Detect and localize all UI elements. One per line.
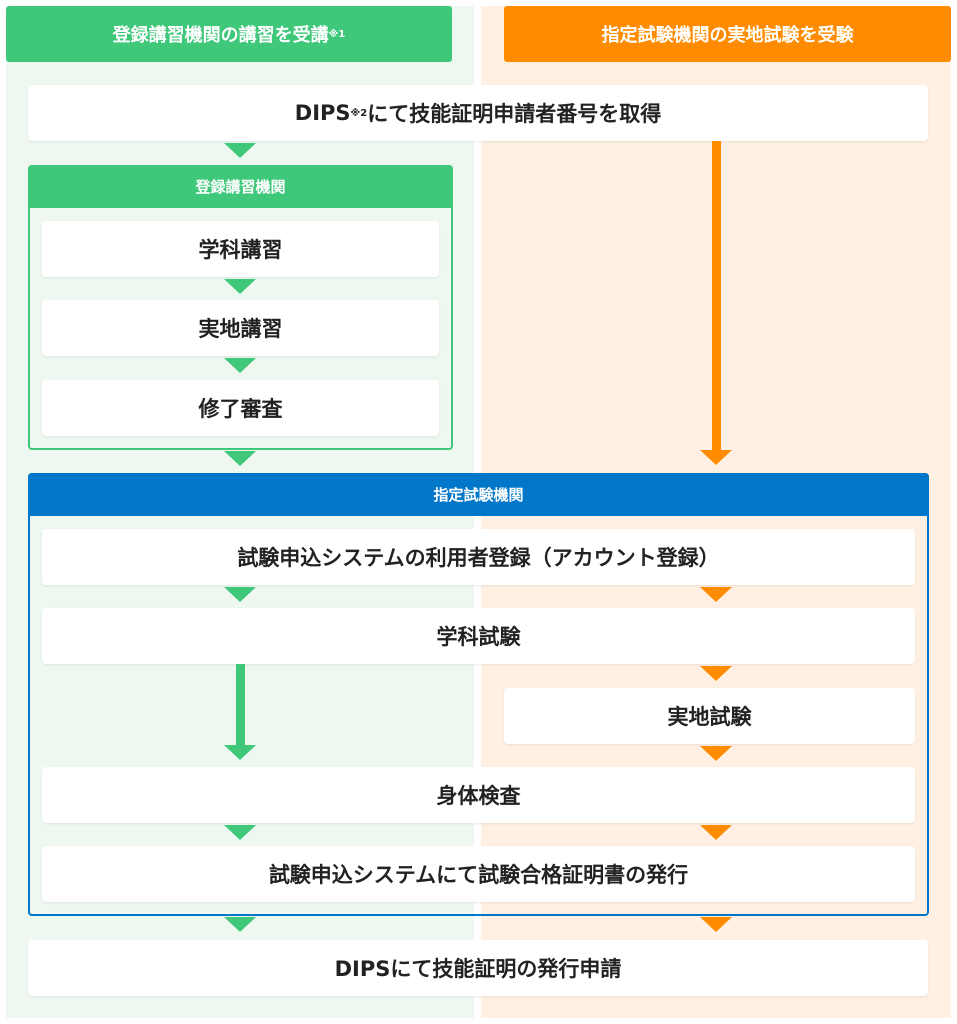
course-org-header: 登録講習機関 (28, 165, 453, 208)
arrow-down-icon (224, 825, 256, 840)
step-account-registration: 試験申込システムの利用者登録（アカウント登録） (42, 529, 915, 585)
arrow-down-icon (700, 917, 732, 932)
arrow-down-icon (224, 451, 256, 466)
arrow-down-icon (224, 587, 256, 602)
arrow-down-icon (700, 746, 732, 761)
arrow-line (712, 141, 721, 451)
step-course-written: 学科講習 (42, 221, 439, 277)
exam-org-header: 指定試験機関 (28, 473, 929, 516)
right-column-header: 指定試験機関の実地試験を受験 (504, 6, 951, 62)
arrow-down-icon (700, 450, 732, 465)
step-practical-exam: 実地試験 (504, 688, 915, 744)
arrow-down-icon (224, 358, 256, 373)
arrow-line (236, 664, 245, 746)
step-pass-certificate: 試験申込システムにて試験合格証明書の発行 (42, 846, 915, 902)
step-physical-exam: 身体検査 (42, 767, 915, 823)
step-course-completion-review: 修了審査 (42, 380, 439, 436)
step-course-practical: 実地講習 (42, 300, 439, 356)
step-written-exam: 学科試験 (42, 608, 915, 664)
arrow-down-icon (224, 143, 256, 158)
left-column-header: 登録講習機関の講習を受講※1 (6, 6, 452, 62)
arrow-down-icon (700, 666, 732, 681)
arrow-down-icon (224, 279, 256, 294)
arrow-down-icon (700, 587, 732, 602)
arrow-down-icon (700, 825, 732, 840)
step-license-application: DIPSにて技能証明の発行申請 (28, 940, 928, 996)
arrow-down-icon (224, 745, 256, 760)
arrow-down-icon (224, 917, 256, 932)
